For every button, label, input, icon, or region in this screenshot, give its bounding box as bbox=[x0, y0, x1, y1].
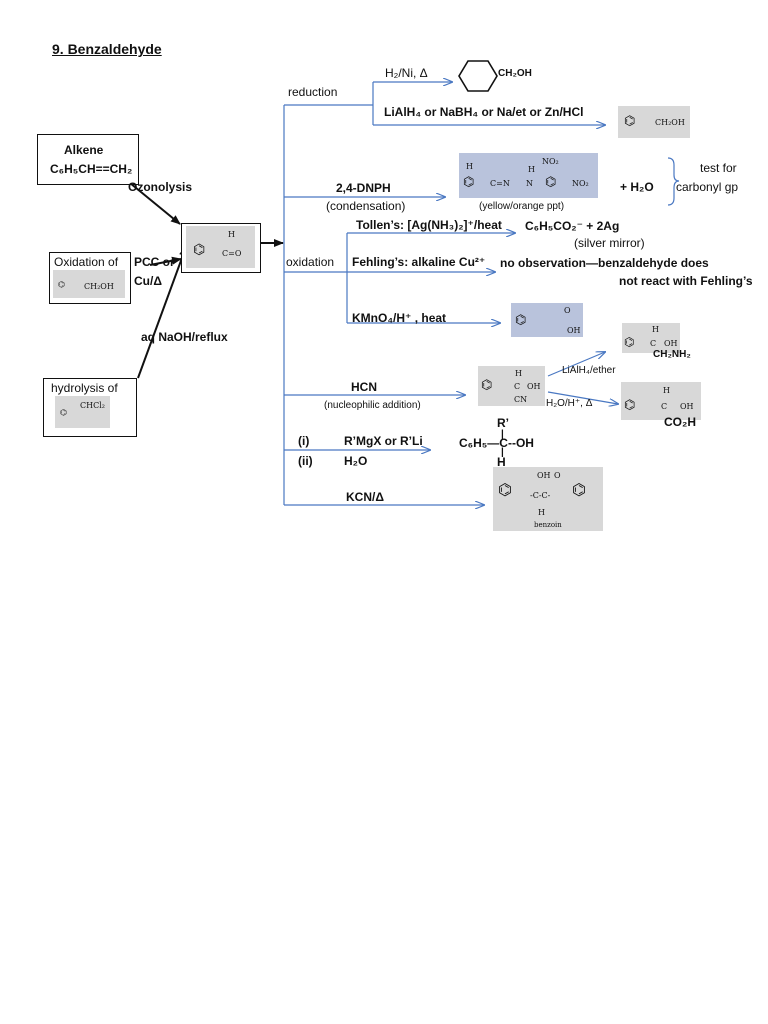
reduction-label: reduction bbox=[288, 85, 338, 99]
benzene-ring-icon: ⌬ bbox=[545, 174, 557, 189]
benzoin-name: benzoin bbox=[534, 521, 562, 529]
condensation-label: (condensation) bbox=[326, 199, 406, 213]
benzene-ring-icon: ⌬ bbox=[572, 482, 586, 499]
lialh4-reagent: LiAlH₄ or NaBH₄ or Na/et or Zn/HCl bbox=[384, 105, 584, 119]
benzyl-alcohol-group: CH₂OH bbox=[84, 282, 114, 291]
kcn-reagent: KCN/Δ bbox=[346, 490, 384, 504]
cyanohydrin-image bbox=[478, 366, 545, 406]
hydroxy-acid-oh: OH bbox=[680, 402, 694, 411]
ozonolysis-label: Ozonolysis bbox=[128, 180, 193, 194]
benzoic-acid-image bbox=[511, 303, 583, 337]
grignard-h: H bbox=[497, 455, 506, 469]
tollens-products: C₆H₅CO₂⁻ + 2Ag bbox=[525, 219, 620, 233]
cyanohydrin-c: C bbox=[514, 382, 521, 391]
aldehyde-group: C=O bbox=[222, 249, 242, 258]
grignard-bond-top: | bbox=[501, 429, 504, 440]
hydroxy-acid-h: H bbox=[663, 386, 670, 395]
tollens-reagent: Tollen’s: [Ag(NH₃)₂]⁺/heat bbox=[356, 218, 502, 232]
cu-heat-label: Cu/Δ bbox=[134, 274, 162, 288]
benzene-ring-icon: ⌬ bbox=[481, 377, 493, 392]
benzal-chloride-image bbox=[55, 396, 110, 428]
fehlings-result-line2: not react with Fehling’s bbox=[619, 274, 753, 288]
grignard-water: H₂O bbox=[344, 454, 368, 468]
nitro-right: NO₂ bbox=[572, 179, 589, 188]
chcl2-group: CHCl₂ bbox=[80, 401, 105, 410]
yellow-orange-ppt: (yellow/orange ppt) bbox=[479, 201, 565, 212]
grignard-bond-bottom: | bbox=[501, 447, 504, 458]
benzene-ring-icon: ⌬ bbox=[624, 335, 635, 349]
benzaldehyde-image bbox=[186, 226, 255, 268]
benzyl-alcohol-product-image bbox=[618, 106, 690, 138]
fehlings-reagent: Fehling’s: alkaline Cu²⁺ bbox=[352, 255, 486, 269]
amino-alcohol-oh: OH bbox=[664, 339, 678, 348]
dnph-reagent: 2,4-DNPH bbox=[336, 181, 391, 195]
fehlings-result-line1: no observation—benzaldehyde does bbox=[500, 256, 709, 270]
benzoic-acid-o: O bbox=[564, 306, 571, 315]
hcn-reagent: HCN bbox=[351, 380, 377, 394]
benzene-ring-icon: ⌬ bbox=[60, 408, 67, 417]
carbonyl-group-label: carbonyl gp bbox=[676, 180, 739, 194]
nucleophilic-addition-label: (nucleophilic addition) bbox=[324, 400, 421, 411]
benzoin-chain: -C-C- bbox=[530, 491, 551, 500]
acid-hydrolysis-label: H₂O/H⁺, Δ bbox=[546, 398, 593, 409]
test-for-label: test for bbox=[700, 161, 737, 175]
benzene-ring-icon: ⌬ bbox=[193, 241, 206, 257]
h2-ni-reagent: H₂/Ni, Δ bbox=[385, 66, 428, 80]
cyanohydrin-oh: OH bbox=[527, 382, 541, 391]
benzoin-oh: OH bbox=[537, 471, 551, 480]
hydrazone-h: H bbox=[466, 162, 473, 171]
grignard-product: C₆H₅—C--OH bbox=[459, 436, 534, 450]
benzyl-alcohol-image bbox=[53, 270, 125, 298]
cyclohexane-ring-icon bbox=[458, 60, 498, 92]
hydrazone-c-n: C=N bbox=[490, 179, 510, 188]
benzene-ring-icon: ⌬ bbox=[498, 482, 512, 499]
benzene-ring-icon: ⌬ bbox=[624, 397, 636, 412]
naoh-reflux-label: aq NaOH/reflux bbox=[141, 330, 228, 344]
hydrolysis-of-label: hydrolysis of bbox=[51, 381, 118, 395]
amino-alcohol-h: H bbox=[652, 325, 659, 334]
benzoic-acid-oh: OH bbox=[567, 326, 581, 335]
cyclohexylmethanol-group: CH₂OH bbox=[498, 68, 532, 79]
benzene-ring-icon: ⌬ bbox=[515, 312, 527, 327]
hydrazone-n: N bbox=[526, 179, 533, 188]
benzene-ring-icon: ⌬ bbox=[58, 280, 65, 289]
pcc-label: PCC or bbox=[134, 255, 175, 269]
grignard-step2: (ii) bbox=[298, 454, 313, 468]
alkene-box bbox=[37, 134, 139, 185]
cyanohydrin-cn: CN bbox=[514, 395, 528, 404]
hydrazone-h2: H bbox=[528, 165, 535, 174]
amino-alcohol-image bbox=[622, 323, 680, 353]
oxidation-of-label: Oxidation of bbox=[54, 255, 119, 269]
lialh4-ether-label: LiAlH₄/ether bbox=[562, 365, 616, 376]
alkene-formula: C₆H₅CH==CH₂ bbox=[50, 162, 133, 176]
kmno4-reagent: KMnO₄/H⁺ , heat bbox=[352, 311, 447, 325]
benzene-ring-icon: ⌬ bbox=[463, 174, 475, 189]
cyanohydrin-h: H bbox=[515, 369, 522, 378]
nitro-top: NO₂ bbox=[542, 157, 559, 166]
aldehyde-h: H bbox=[228, 230, 235, 239]
benzoin-o: O bbox=[554, 471, 561, 480]
amino-alcohol-c: C bbox=[650, 339, 657, 348]
page-title: 9. Benzaldehyde bbox=[52, 41, 162, 57]
grignard-reagent: R’MgX or R’Li bbox=[344, 434, 423, 448]
hydrazone-image bbox=[459, 153, 598, 198]
alkene-label: Alkene bbox=[64, 143, 104, 157]
oxidation-label: oxidation bbox=[286, 255, 335, 269]
plus-water: + H₂O bbox=[620, 180, 654, 194]
hydroxy-acid-c: C bbox=[661, 402, 668, 411]
benzoin-h: H bbox=[538, 508, 545, 517]
benzoin-image bbox=[493, 467, 603, 531]
grignard-step1: (i) bbox=[298, 434, 310, 448]
hydroxy-acid-image bbox=[621, 382, 701, 420]
grignard-r-prime: R’ bbox=[497, 416, 509, 430]
hydroxy-acid-group: CO₂H bbox=[664, 415, 696, 429]
benzyl-alcohol-product-group: CH₂OH bbox=[655, 118, 685, 127]
amino-alcohol-group: CH₂NH₂ bbox=[653, 349, 691, 360]
silver-mirror-label: (silver mirror) bbox=[574, 236, 645, 250]
benzene-ring-icon: ⌬ bbox=[624, 113, 636, 128]
